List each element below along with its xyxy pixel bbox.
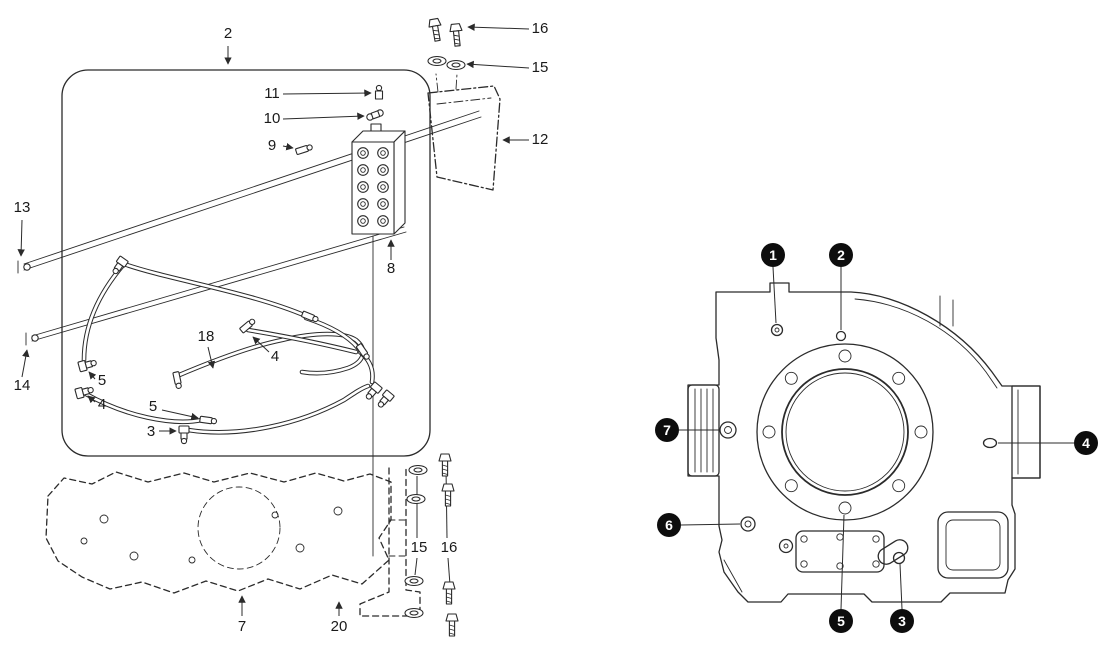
callout-label-18: 18: [198, 328, 215, 345]
elbow-fitting-5-left: [77, 357, 98, 373]
callout-marker-1: 1: [761, 243, 785, 267]
flange-bolt-holes: [762, 349, 928, 515]
callout-label-10: 10: [264, 110, 281, 127]
callout-number-6: 6: [665, 517, 673, 533]
bolt-16f: [445, 613, 459, 637]
left-leader-lines: [17, 23, 530, 616]
washer-15a: [427, 55, 447, 67]
manifold-block: [294, 84, 406, 235]
callout-number-2: 2: [837, 247, 845, 263]
tube-14: [25, 226, 407, 346]
housing-outline: [687, 282, 1041, 603]
bolt-16d: [441, 483, 455, 507]
callout-label-13: 13: [14, 199, 31, 216]
fitting-10: [366, 109, 384, 121]
mounting-plate-7: [45, 471, 392, 594]
callout-marker-2: 2: [829, 243, 853, 267]
callout-label-8: 8: [387, 260, 395, 277]
support-bracket-20: [359, 467, 421, 617]
enclosure-outline: [61, 69, 431, 457]
fitting-5-mid: [199, 415, 218, 425]
callout-label-16-top: 16: [532, 20, 549, 37]
fitting-11: [374, 84, 384, 100]
callout-number-5: 5: [837, 613, 845, 629]
callout-label-7: 7: [238, 618, 246, 635]
callout-label-20: 20: [331, 618, 348, 635]
elbow-fitting-3: [178, 425, 190, 445]
callout-number-7: 7: [663, 422, 671, 438]
callout-label-4-left: 4: [98, 396, 106, 413]
callout-label-16-bottom: 16: [441, 539, 458, 556]
washer-15b: [446, 59, 466, 71]
washer-15c: [408, 464, 428, 476]
callout-label-5-mid: 5: [149, 398, 157, 415]
washer-15f: [404, 607, 424, 619]
bolt-16e: [442, 581, 456, 605]
callout-marker-6: 6: [657, 513, 681, 537]
callout-label-12: 12: [532, 131, 549, 148]
callout-label-2: 2: [224, 25, 232, 42]
callout-label-14: 14: [14, 377, 31, 394]
tube-13: [17, 110, 482, 274]
callout-marker-7: 7: [655, 418, 679, 442]
top-bolt-washer-set: [427, 17, 466, 71]
callout-label-15-top: 15: [532, 59, 549, 76]
callout-label-4-right: 4: [271, 348, 279, 365]
callout-marker-4: 4: [1074, 431, 1098, 455]
washer-15d: [406, 493, 426, 505]
callout-label-9: 9: [268, 137, 276, 154]
fitting-9: [294, 143, 314, 156]
callout-number-1: 1: [769, 247, 777, 263]
left-callout-labels: 2 16 15 11 10 9 12 13 8 14 18 4 5 4 5 3 …: [14, 20, 549, 635]
bracket-plate-12: [427, 73, 501, 191]
right-leader-lines: [679, 266, 1074, 610]
left-exploded-view: 2 16 15 11 10 9 12 13 8 14 18 4 5 4 5 3 …: [14, 17, 549, 637]
callout-label-15-bottom: 15: [411, 539, 428, 556]
washer-15e: [404, 575, 424, 587]
bottom-right-boss-block: [937, 511, 1009, 579]
hose-bundle: [81, 261, 375, 435]
callout-label-11: 11: [264, 85, 280, 102]
callout-label-3: 3: [147, 423, 155, 440]
callout-marker-5: 5: [829, 609, 853, 633]
bottom-cover-plate: [795, 530, 885, 573]
housing-detail-features: [719, 323, 998, 565]
manifold-ports: [357, 147, 389, 227]
bolt-16a: [427, 17, 445, 43]
callout-marker-3: 3: [890, 609, 914, 633]
callout-number-4: 4: [1082, 435, 1090, 451]
right-housing-view: 1 2 4 7 6 5 3: [655, 243, 1098, 633]
right-callout-markers: 1 2 4 7 6 5 3: [655, 243, 1098, 633]
bolt-16c: [438, 453, 452, 477]
bottom-bolt-washer-set: [404, 453, 459, 637]
callout-label-5-left: 5: [98, 372, 106, 389]
bearing-bore-and-flange: [756, 343, 934, 521]
right-side-plate: [1011, 385, 1041, 479]
bolt-16b: [448, 22, 465, 48]
callout-number-3: 3: [898, 613, 906, 629]
